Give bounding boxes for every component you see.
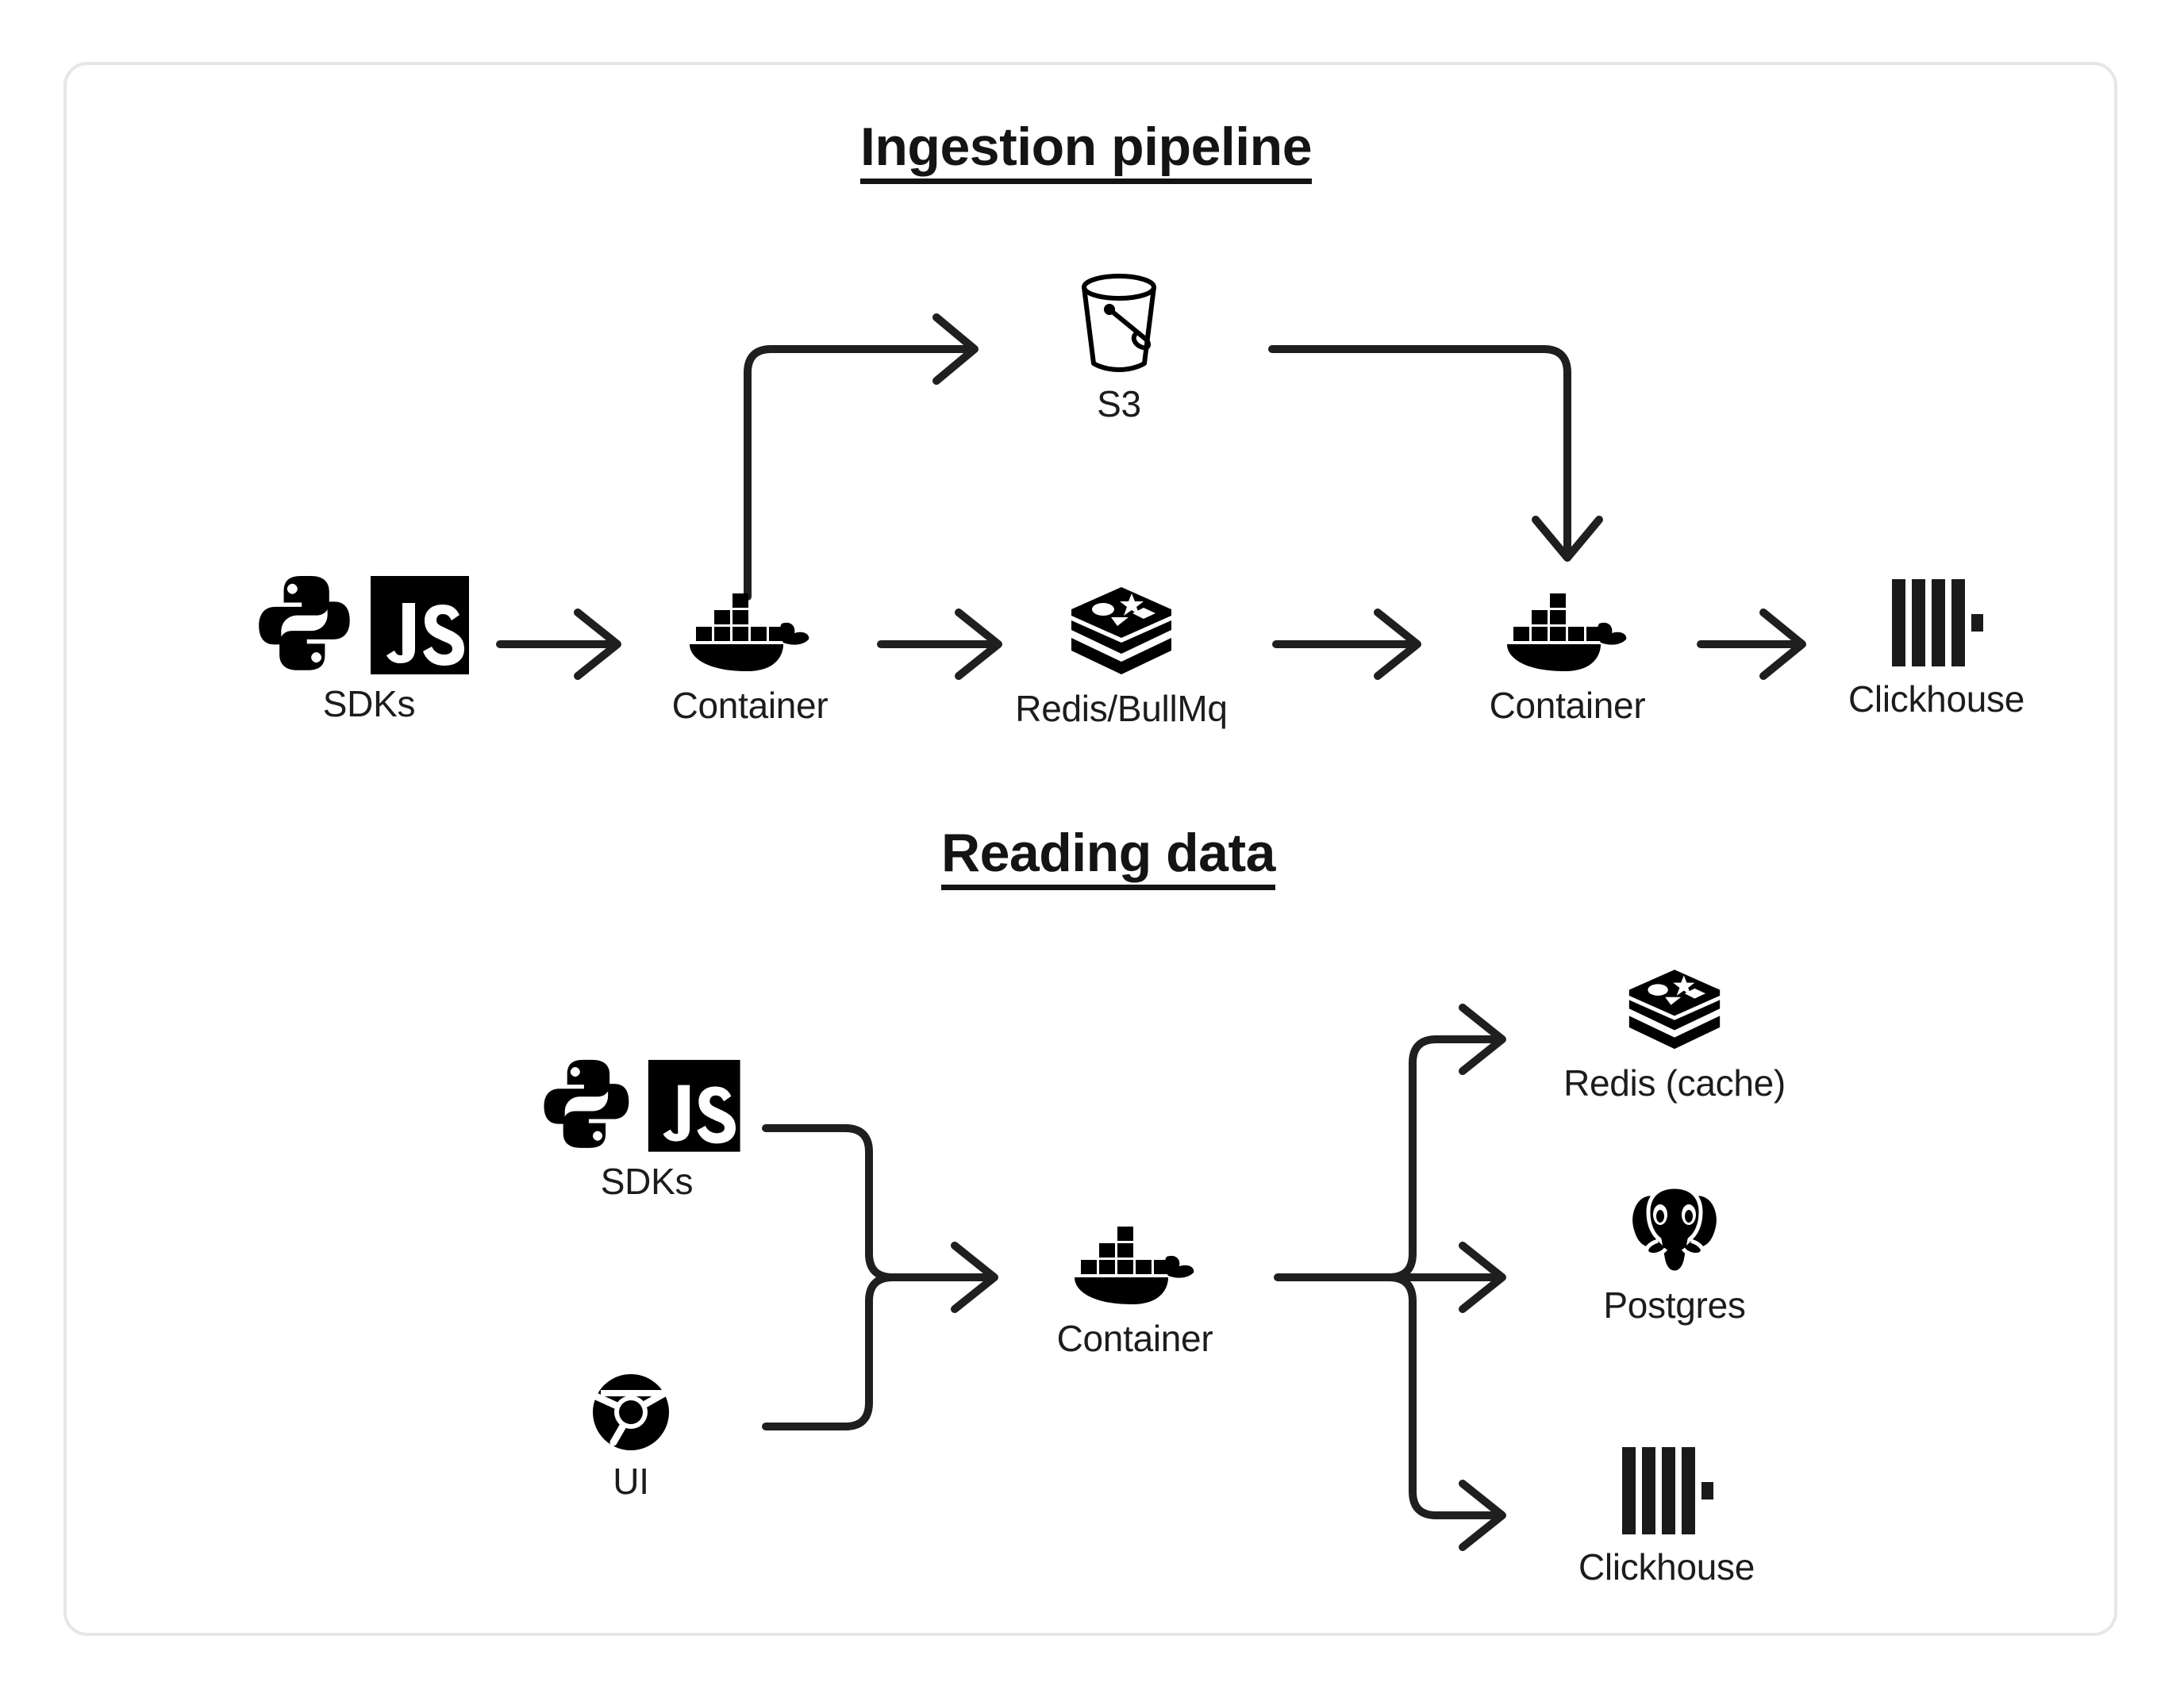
postgres-icon xyxy=(1626,1182,1723,1276)
section-title-ingestion: Ingestion pipeline xyxy=(860,118,1313,185)
node-label-sdks-bottom: SDKs xyxy=(600,1161,694,1202)
node-label-container-1: Container xyxy=(671,685,829,726)
docker-icon xyxy=(1504,589,1631,676)
docker-icon xyxy=(1071,1222,1198,1309)
chrome-icon xyxy=(591,1373,671,1452)
python-js-icon xyxy=(250,571,488,674)
node-label-redis-bullmq: Redis/BullMq xyxy=(1015,688,1228,729)
node-label-postgres: Postgres xyxy=(1603,1284,1746,1326)
node-label-container-3: Container xyxy=(1056,1318,1213,1359)
redis-icon xyxy=(1628,968,1721,1054)
redis-icon xyxy=(1070,586,1173,679)
node-label-sdks-top: SDKs xyxy=(322,683,416,724)
node-container-1[interactable]: Container xyxy=(627,589,873,727)
python-js-icon xyxy=(536,1055,758,1152)
node-container-3[interactable]: Container xyxy=(1012,1222,1258,1360)
node-clickhouse-bottom[interactable]: Clickhouse xyxy=(1548,1444,1786,1588)
node-clickhouse-top[interactable]: Clickhouse xyxy=(1817,576,2055,720)
node-redis-bullmq[interactable]: Redis/BullMq xyxy=(998,586,1244,730)
node-label-s3: S3 xyxy=(1097,383,1141,424)
node-container-2[interactable]: Container xyxy=(1444,589,1690,727)
node-postgres[interactable]: Postgres xyxy=(1555,1182,1794,1327)
node-label-container-2: Container xyxy=(1489,685,1646,726)
node-sdks-bottom[interactable]: SDKs xyxy=(528,1055,766,1203)
s3-bucket-icon xyxy=(1068,270,1170,374)
node-label-ui: UI xyxy=(613,1461,649,1502)
docker-icon xyxy=(686,589,813,676)
node-label-redis-cache: Redis (cache) xyxy=(1563,1062,1786,1104)
clickhouse-icon xyxy=(1887,576,1986,670)
node-label-clickhouse-bottom: Clickhouse xyxy=(1578,1546,1755,1588)
clickhouse-icon xyxy=(1617,1444,1716,1538)
node-sdks-top[interactable]: SDKs xyxy=(238,571,500,725)
section-title-reading: Reading data xyxy=(941,824,1275,891)
node-s3[interactable]: S3 xyxy=(1024,270,1214,425)
node-label-clickhouse-top: Clickhouse xyxy=(1848,678,2024,720)
node-ui[interactable]: UI xyxy=(548,1373,714,1503)
node-redis-cache[interactable]: Redis (cache) xyxy=(1544,968,1805,1104)
